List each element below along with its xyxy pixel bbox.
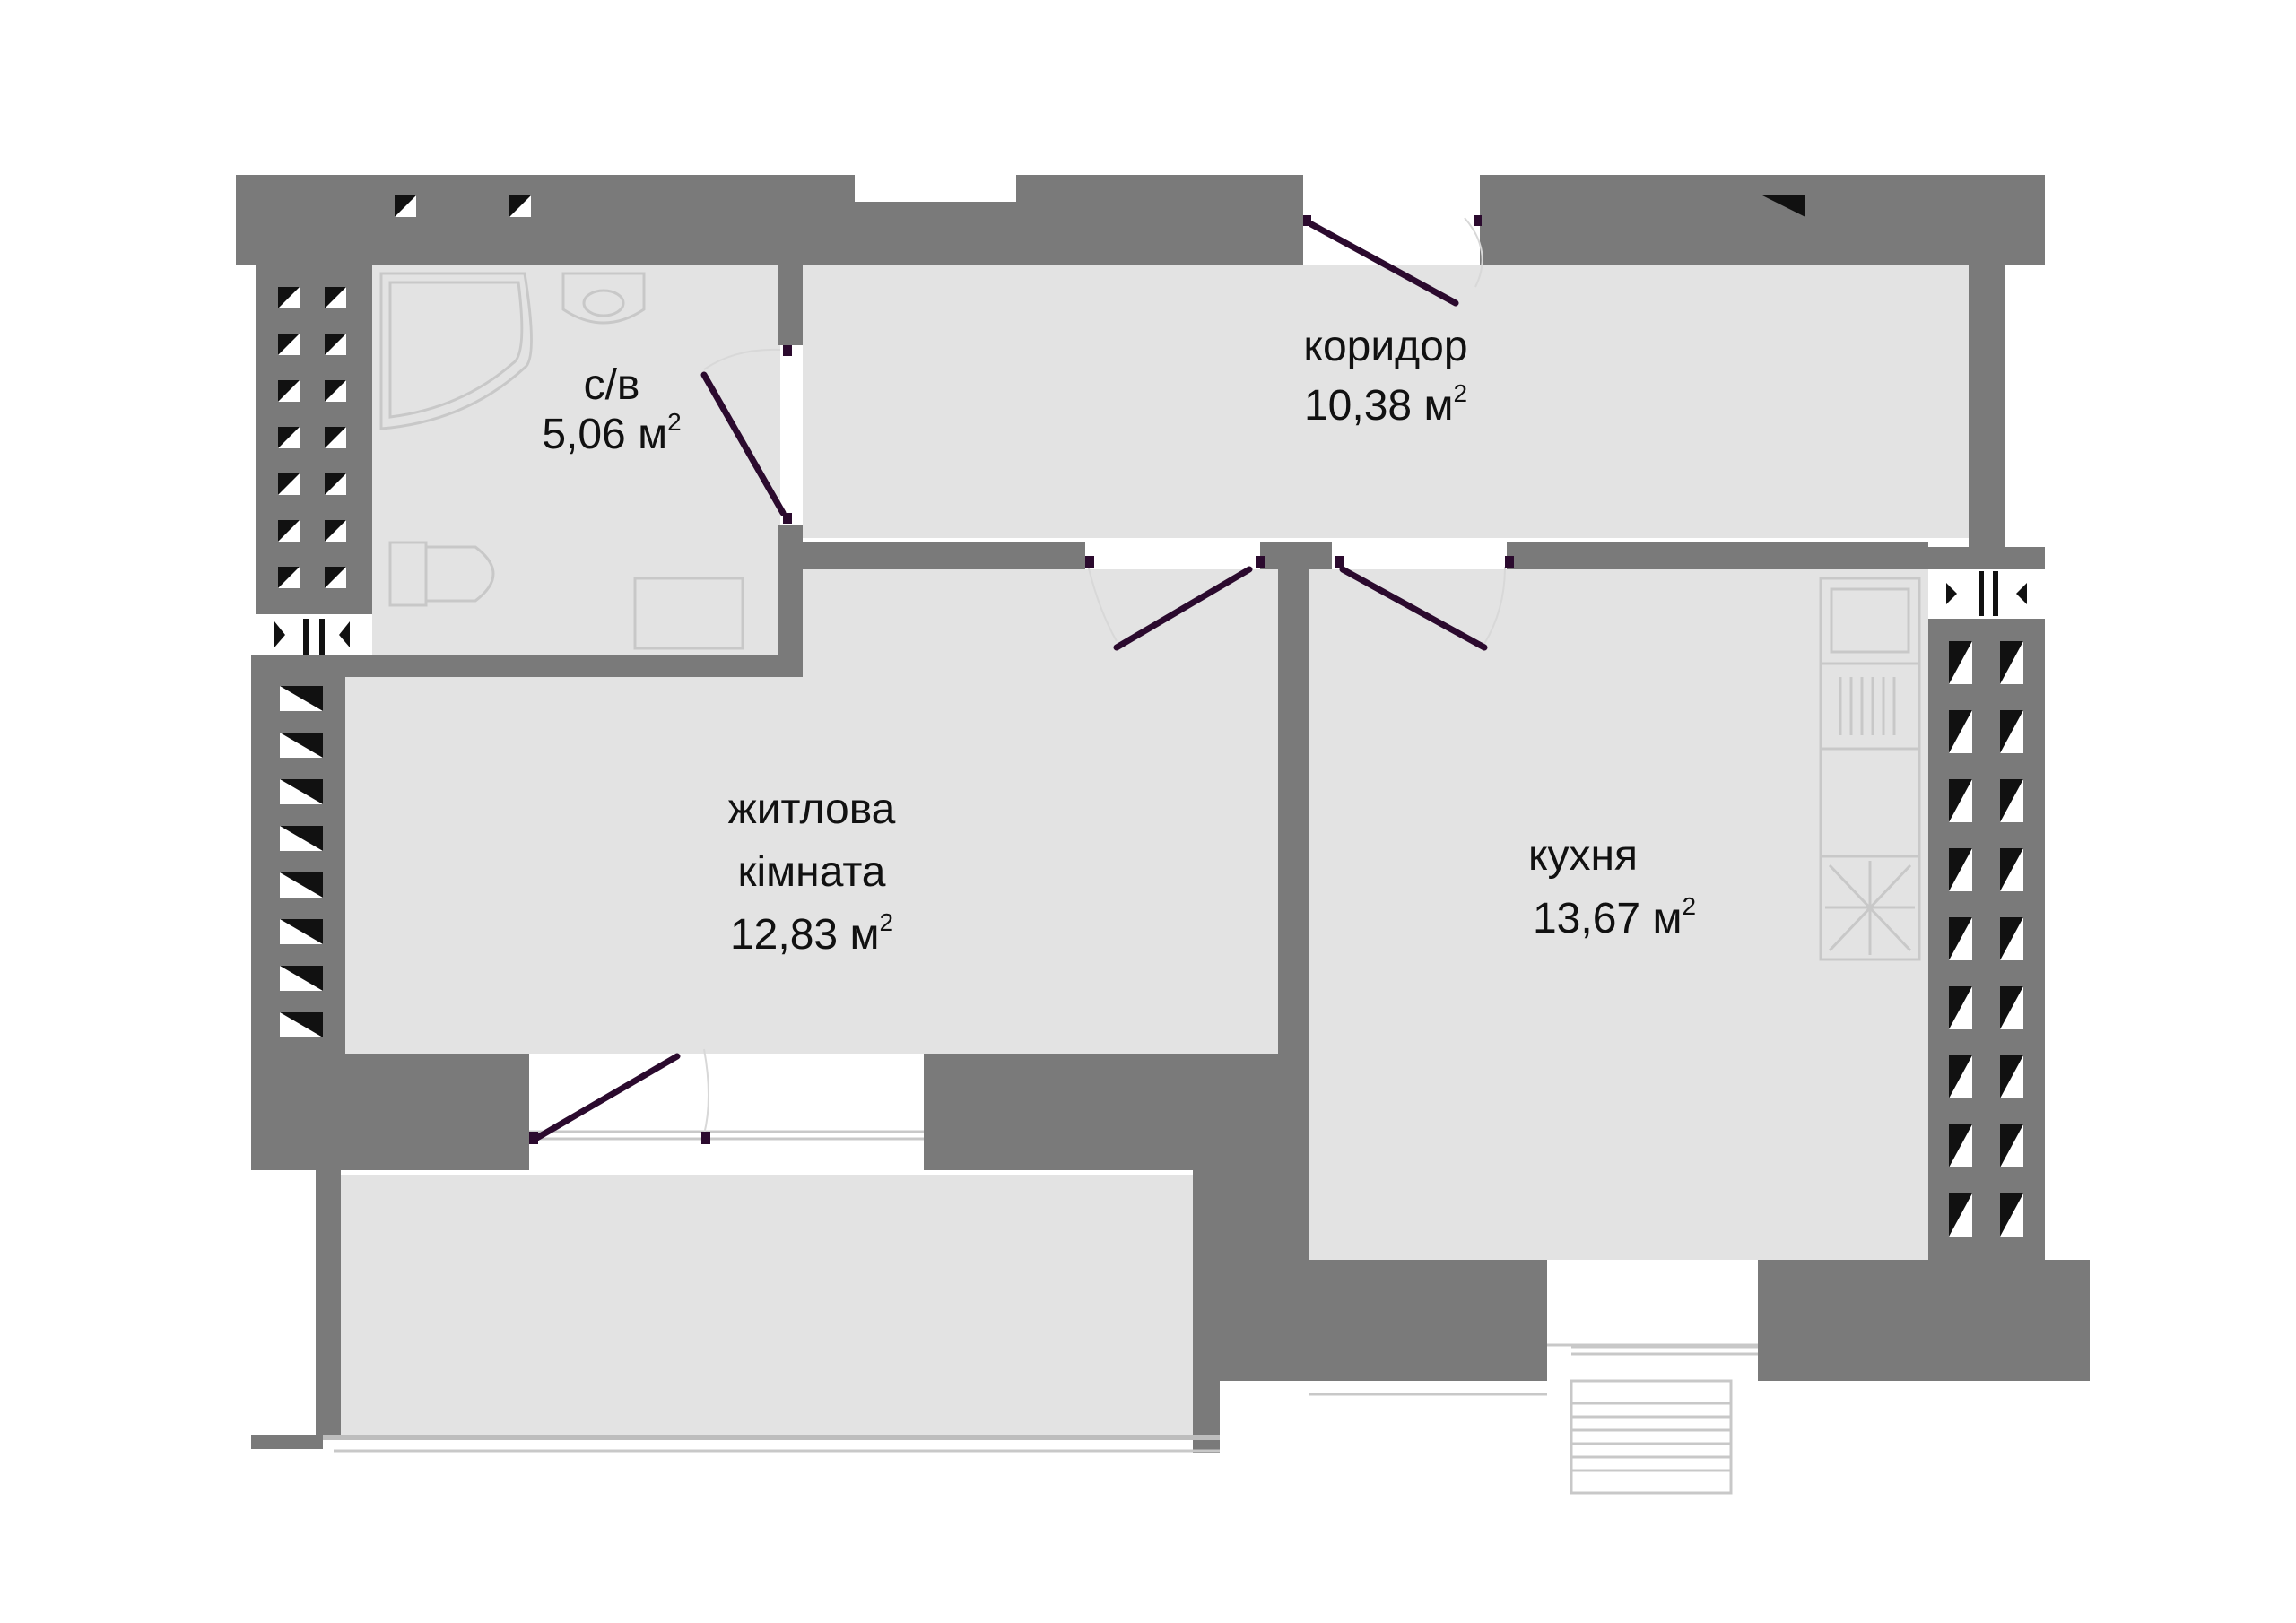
balcony-bottom-rail [323, 1435, 1220, 1440]
living-room-area: 12,83 м2 [730, 908, 893, 959]
floors [341, 265, 1978, 1435]
bathroom-door [700, 371, 787, 516]
bath-partition-bottom [778, 525, 803, 677]
fixtures [334, 217, 1921, 1495]
room-labels: с/в 5,06 м2 коридор 10,38 м2 житлова кім… [542, 323, 1696, 959]
living-kitchen-partition [1278, 569, 1309, 1260]
washing-machine-icon [633, 577, 744, 650]
balcony-floor [341, 1175, 1193, 1435]
corridor-floor [803, 265, 1978, 538]
corridor-name: коридор [1303, 323, 1467, 370]
kitchen-door [1339, 566, 1488, 651]
kitchen-bottom-wall-left [1309, 1260, 1547, 1381]
balcony-left-rail [316, 1170, 341, 1435]
vent-shafts [256, 195, 2045, 1237]
walls [236, 175, 2090, 1453]
balcony-right-rail [1193, 1381, 1220, 1453]
doors [529, 215, 1514, 1144]
sink-icon [561, 272, 646, 325]
vent-column-left-upper [278, 287, 346, 588]
left-wall-upper [256, 265, 372, 614]
door-swing-arcs [703, 217, 1506, 1135]
right-wall-cap [1928, 547, 2045, 569]
corner-bath-icon [379, 272, 533, 430]
living-room-name-line1: житлова [728, 785, 896, 833]
corridor-area: 10,38 м2 [1304, 379, 1467, 430]
bathroom-area: 5,06 м2 [542, 408, 681, 458]
kitchen-floor [1309, 569, 1928, 1260]
kitchen-bottom-wall-right [1758, 1260, 2090, 1381]
stove-icon [1819, 855, 1921, 961]
gas-pipe-markers-left [256, 614, 372, 655]
living-room-name-line2: кімната [738, 848, 886, 896]
corridor-bottom-wall-right [1507, 542, 1928, 569]
balcony-door [532, 1053, 681, 1142]
kitchen-name: кухня [1528, 832, 1638, 880]
entrance-steps [1570, 1345, 1758, 1495]
top-wall-right [1480, 175, 2045, 265]
left-wall-mid [251, 655, 345, 1054]
top-wall-middle [1016, 175, 1303, 265]
lower-center-block [1193, 1148, 1309, 1381]
bathroom-name: с/в [584, 361, 640, 409]
gas-pipe-markers-right [1928, 569, 2045, 619]
entrance-door [1308, 221, 1459, 307]
toilet-icon [388, 541, 495, 607]
window-lines [334, 1130, 1758, 1453]
living-room-door [1113, 566, 1253, 651]
top-wall-mid-low [855, 202, 1016, 265]
bath-bottom-wall [345, 655, 803, 677]
vent-column-left-lower [280, 686, 323, 1037]
bath-partition-top [778, 265, 803, 345]
balcony-left-foot [251, 1435, 323, 1449]
vent-column-right [1949, 641, 2023, 1237]
corridor-bottom-wall-left [803, 542, 1085, 569]
corridor-right-wall [1969, 260, 2005, 547]
kitchen-area: 13,67 м2 [1533, 892, 1696, 942]
living-room-floor [345, 569, 1278, 1054]
top-wall-left [236, 175, 855, 265]
left-wall-lower [251, 1054, 529, 1170]
vent-top-wall [395, 195, 1805, 217]
kitchen-right-wall [1928, 619, 2045, 1260]
corridor-bottom-wall-center [1260, 542, 1332, 569]
